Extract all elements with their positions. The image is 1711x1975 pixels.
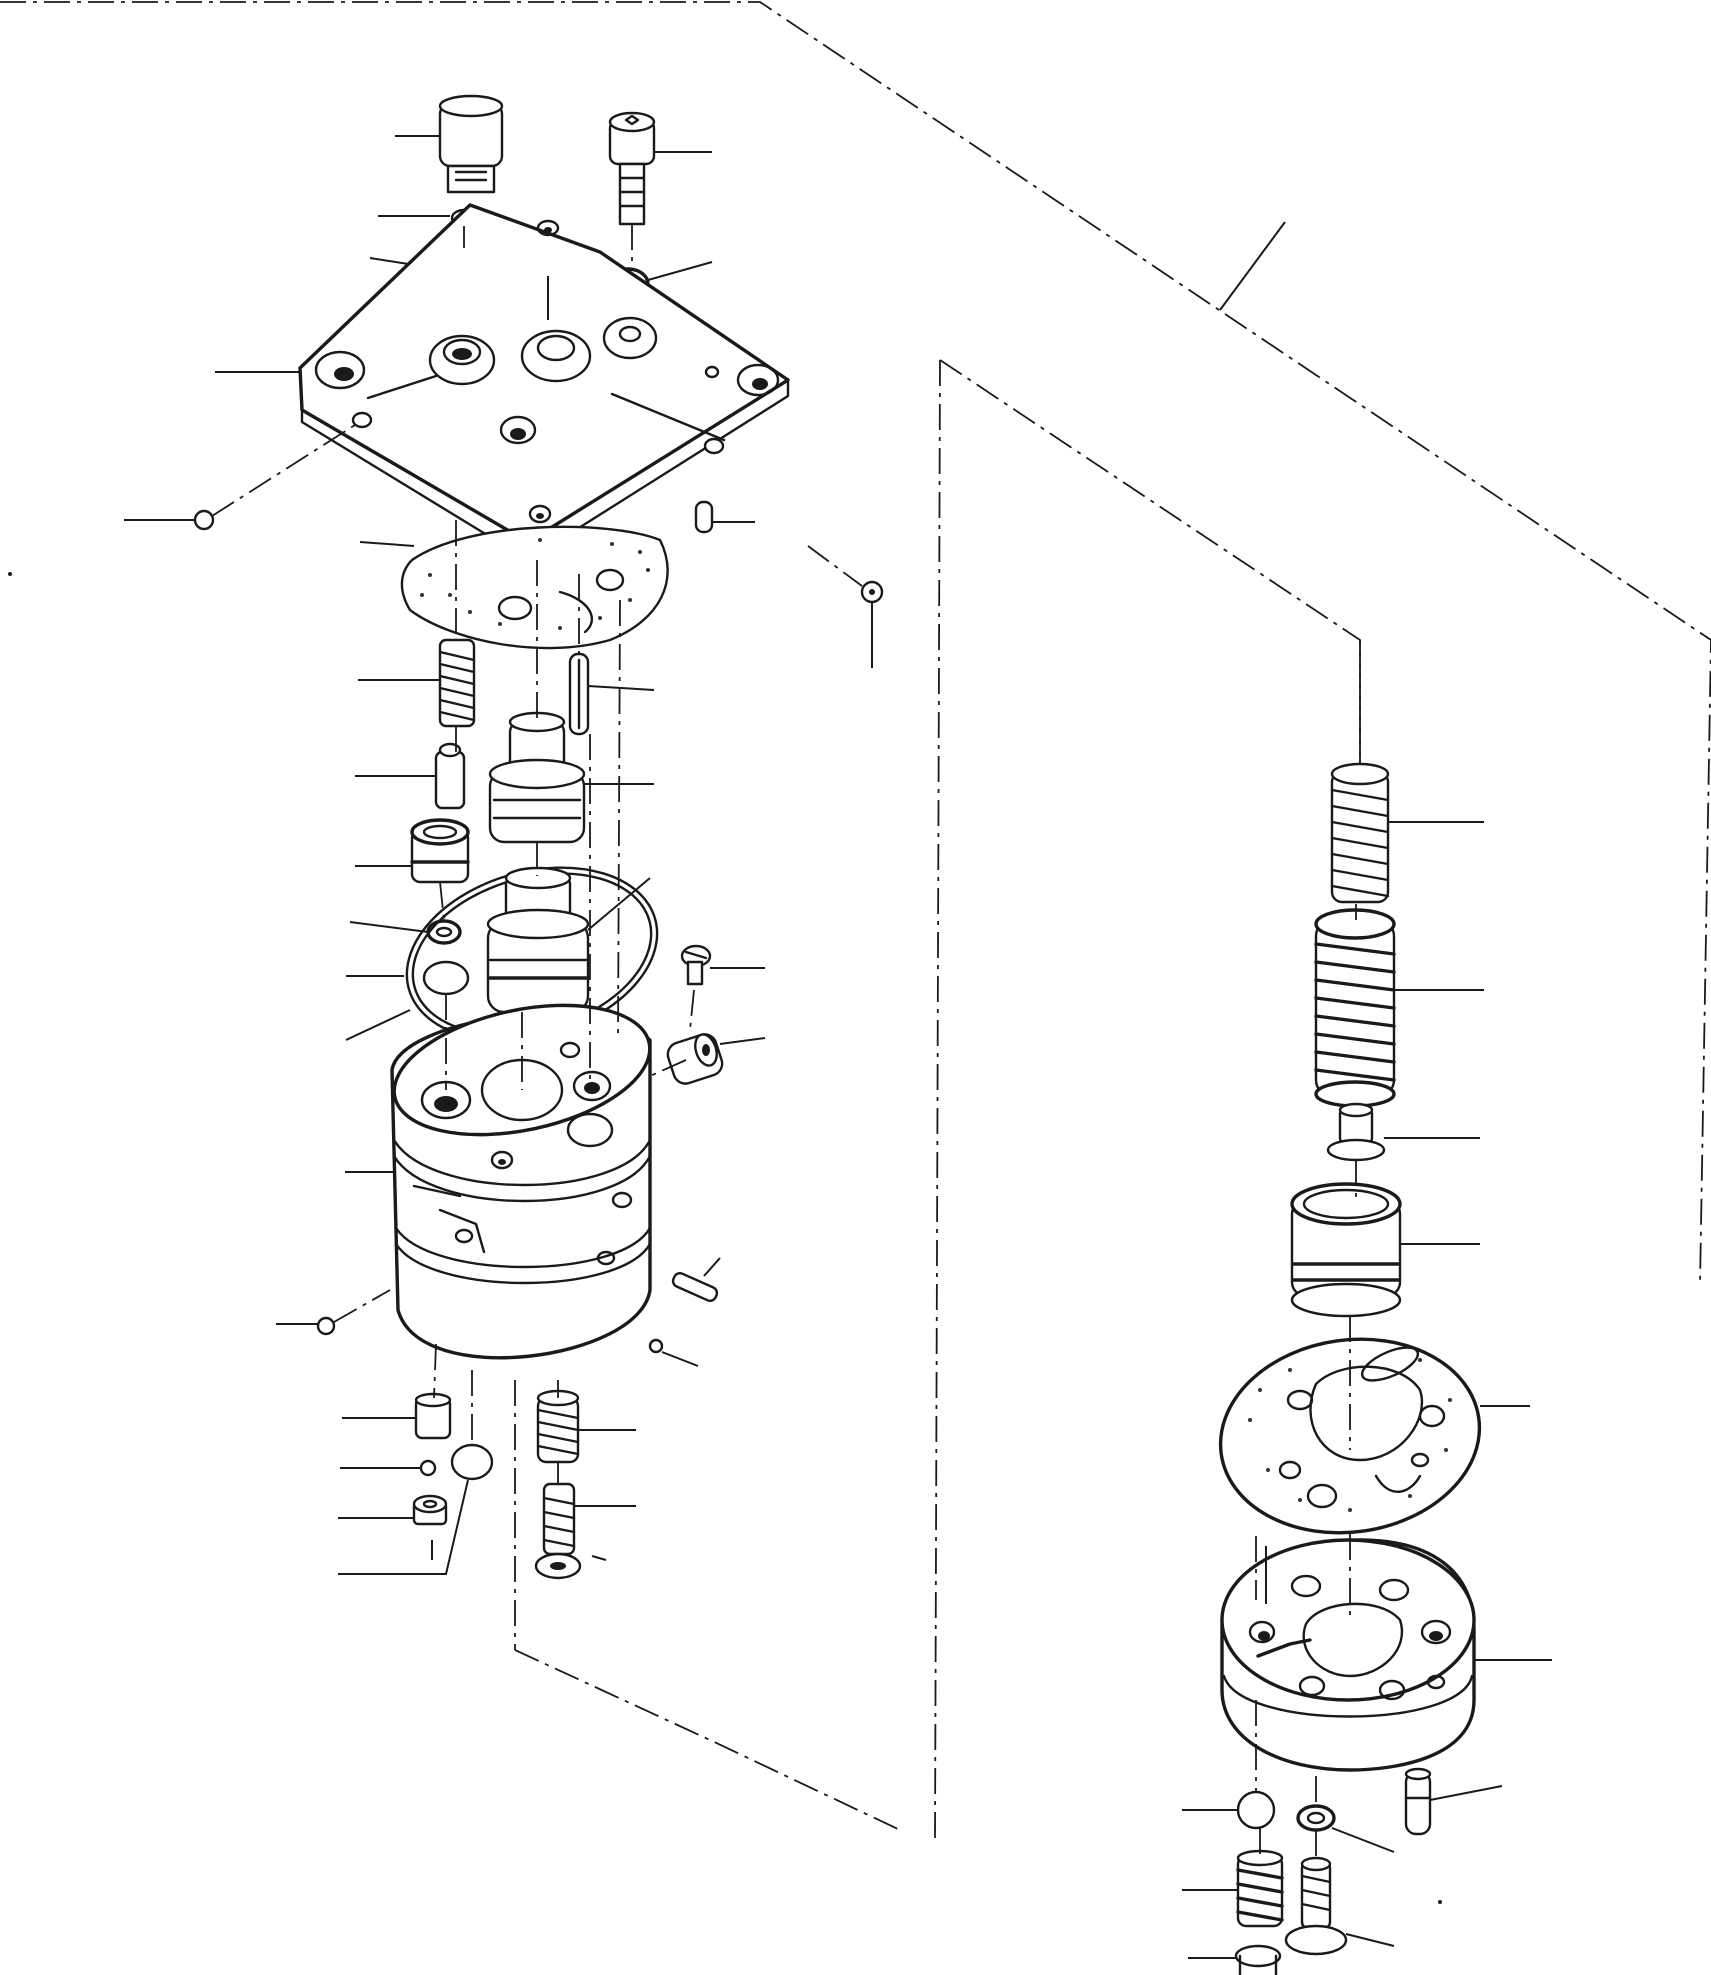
ball (1236, 1790, 1276, 1830)
cover-plate (298, 203, 790, 562)
plunger (434, 742, 466, 810)
small-ball (419, 1459, 437, 1477)
left-axes (433, 224, 695, 1484)
valve-seat-ring (410, 818, 470, 884)
slotted-screw (680, 944, 712, 986)
gasket-texture (1248, 1358, 1452, 1512)
spring-seat (1326, 1102, 1386, 1162)
small-ball (648, 1338, 664, 1354)
pin (1404, 1767, 1432, 1836)
coil-spring (536, 1389, 580, 1464)
cup-plug (414, 1392, 452, 1440)
valve-plate (1220, 1538, 1476, 1772)
gasket-plate (1218, 1337, 1482, 1535)
gasket (400, 525, 669, 650)
assembly-boundary-lines (0, 1, 1711, 1841)
screw (1284, 1856, 1348, 1956)
seat (1234, 1944, 1282, 1975)
o-ring (1296, 1804, 1336, 1832)
ball (193, 509, 215, 531)
spring (1236, 1849, 1284, 1928)
disc-plug (450, 1443, 494, 1481)
sleeve-nut (666, 1033, 724, 1085)
plug-cap (438, 94, 504, 194)
right-axes (1255, 904, 1357, 1862)
spool-sleeve (488, 711, 586, 844)
long-pin (568, 652, 590, 736)
ball (860, 580, 884, 604)
small-o-ring (426, 919, 462, 945)
retainer-cup (1290, 1182, 1402, 1318)
cap-screw (608, 111, 656, 226)
left-assembly (124, 94, 884, 1580)
roll-pin (671, 1271, 719, 1303)
inner-spring (1330, 762, 1390, 904)
right-assembly (1182, 640, 1552, 1975)
piston (486, 866, 590, 1014)
ball (316, 1316, 336, 1336)
body-housing (390, 1003, 652, 1360)
gasket-texture (420, 538, 650, 630)
dowel-pin (694, 500, 714, 534)
outer-spring (1314, 908, 1396, 1108)
spring (438, 638, 476, 728)
small-o-ring (422, 960, 470, 996)
adjust-screw (534, 1482, 582, 1580)
seat-washer (412, 1494, 448, 1526)
